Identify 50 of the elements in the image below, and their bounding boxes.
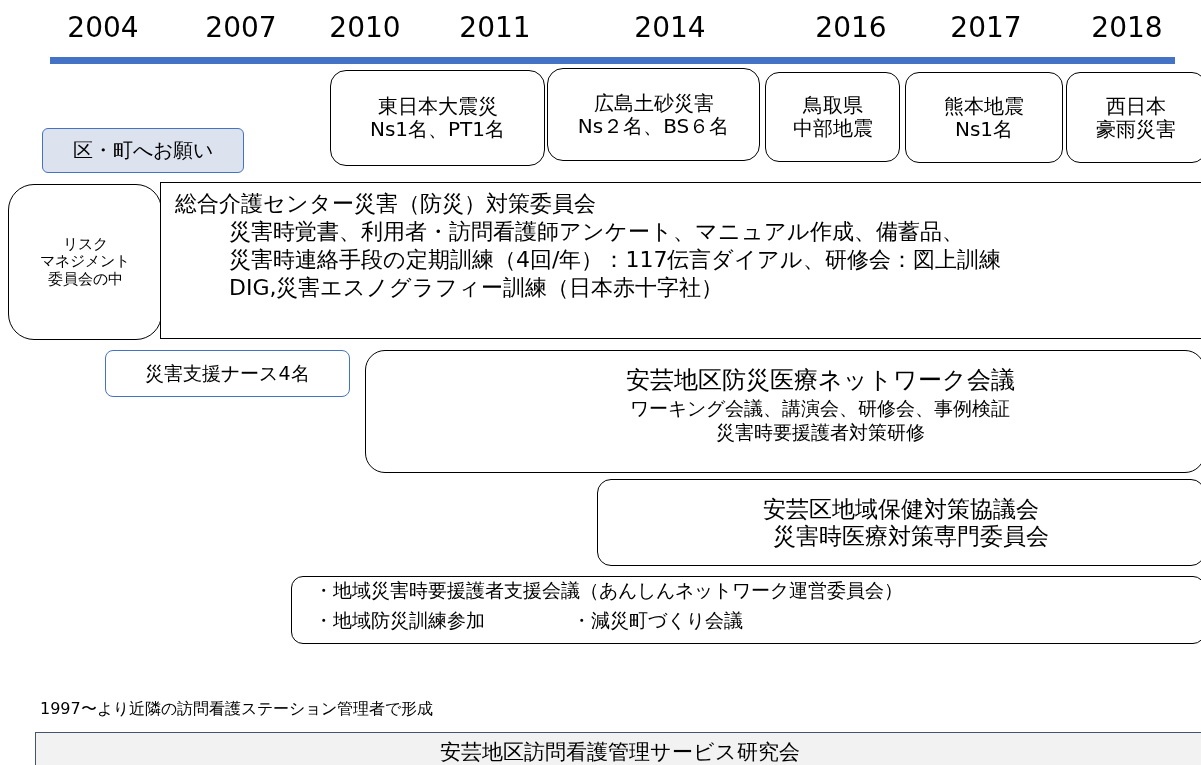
box-text: マネジメント [40, 253, 130, 271]
year-label: 2018 [1091, 12, 1163, 45]
box-text: ワーキング会議、講演会、研修会、事例検証 [630, 398, 1010, 421]
study-group-box [35, 732, 1201, 765]
bullet-item: ・地域災害時要援護者支援会議（あんしんネットワーク運営委員会） [314, 580, 903, 602]
box-text: 区・町へお願い [73, 139, 213, 162]
box-text: 委員会の中 [47, 270, 123, 288]
year-label: 2014 [634, 12, 706, 45]
event-box [330, 70, 545, 166]
box-text: 広島土砂災害 [593, 91, 714, 115]
box-text: Ns1名 [954, 117, 1014, 141]
meeting-box [291, 576, 1201, 644]
box-text: 豪雨災害 [1096, 117, 1176, 141]
meeting-box [365, 350, 1201, 473]
bullet-item: ・地域防災訓練参加 [314, 610, 485, 632]
event-box [1066, 72, 1201, 163]
nurse-box [105, 350, 350, 397]
year-label: 2007 [205, 12, 277, 45]
box-text: 安芸地区訪問看護管理サービス研究会 [440, 739, 800, 765]
box-text: 中部地震 [792, 117, 873, 140]
box-text: 熊本地震 [944, 94, 1024, 118]
box-heading: 安芸地区防災医療ネットワーク会議 [625, 366, 1015, 395]
year-label: 2016 [815, 12, 887, 45]
box-text: 災害時覚書、利用者・訪問看護師アンケート、マニュアル作成、備蓄品、 [229, 219, 964, 245]
year-label: 2004 [67, 12, 139, 45]
box-heading: 安芸区地域保健対策協議会 [763, 496, 1039, 523]
box-text: DIG,災害エスノグラフィー訓練（日本赤十字社） [229, 275, 724, 301]
box-heading: 総合介護センター災害（防災）対策委員会 [175, 191, 596, 217]
year-label: 2017 [950, 12, 1022, 45]
box-text: 災害時医療対策専門委員会 [773, 522, 1049, 549]
box-text: Ns２名、BS６名 [577, 114, 730, 138]
event-box [765, 72, 900, 162]
box-text: Ns1名、PT1名 [369, 118, 506, 141]
box-text: 災害支援ナース4名 [145, 362, 310, 385]
caption-text: 1997〜より近隣の訪問看護ステーション管理者で形成 [40, 700, 433, 719]
committee-box [8, 184, 162, 340]
box-text: 災害時連絡手段の定期訓練（4回/年）：117伝言ダイアル、研修会：図上訓練 [229, 247, 1002, 273]
meeting-box [597, 479, 1201, 566]
year-label: 2010 [329, 12, 401, 45]
box-text: リスク [62, 236, 108, 254]
box-text: 鳥取県 [802, 94, 863, 117]
event-box [547, 68, 760, 161]
request-box [42, 128, 244, 173]
box-text: 東日本大震災 [377, 95, 498, 118]
event-box [905, 72, 1063, 163]
year-label: 2011 [459, 12, 531, 45]
box-text: 西日本 [1106, 94, 1166, 118]
committee-box [160, 182, 1201, 339]
box-text: 災害時要援護者対策研修 [715, 422, 925, 445]
bullet-item: ・減災町づくり会議 [572, 610, 743, 632]
